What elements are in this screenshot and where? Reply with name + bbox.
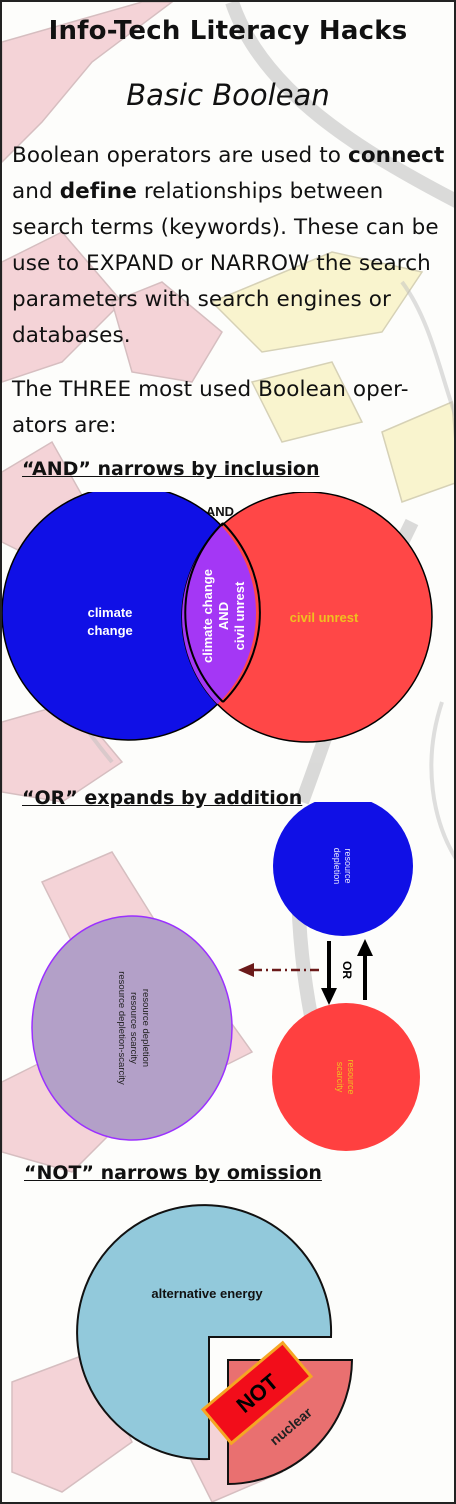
venn-overlap-label-2: AND xyxy=(216,602,231,630)
or-bottom-label-2: scarcity xyxy=(335,1062,345,1093)
not-main-shape xyxy=(76,1204,333,1461)
arrow-up-icon xyxy=(357,939,373,1000)
intro-paragraph: Boolean operators are used to connect an… xyxy=(12,138,448,354)
page-title: Info-Tech Literacy Hacks xyxy=(48,16,408,46)
not-diagram: alternative energy nuclear NOT xyxy=(76,1204,354,1486)
arrow-left-dashed-icon xyxy=(238,963,319,977)
arrow-down-icon xyxy=(321,941,337,1005)
keyword-connect: connect xyxy=(347,143,445,168)
three-operators-intro: The THREE most used Boolean oper-ators a… xyxy=(12,377,409,438)
or-operator-label: OR xyxy=(340,961,354,979)
or-circle-bottom xyxy=(272,1003,420,1151)
or-result-label-3: resource depletion-scarcity xyxy=(116,971,127,1085)
or-result-circle xyxy=(31,915,233,1141)
venn-overlap-outline-2 xyxy=(184,522,224,703)
or-top-label-2: depletion xyxy=(332,848,342,885)
not-main-label: alternative energy xyxy=(151,1286,263,1301)
or-bottom-label-1: resource xyxy=(346,1059,356,1094)
or-heading: “OR” expands by addition xyxy=(22,787,303,809)
keyword-define: define xyxy=(59,179,137,204)
and-venn-diagram: AND climate change civil unrest climate … xyxy=(2,492,433,743)
intro-text-1: Boolean operators are used to xyxy=(12,143,342,168)
intro-text-2: and xyxy=(12,179,53,204)
or-top-label-1: resource xyxy=(343,848,353,883)
venn-overlap-label-1: climate change xyxy=(200,569,215,663)
venn-overlap-outline xyxy=(222,522,261,703)
or-result-label-2: resource scarcity xyxy=(128,992,139,1064)
venn-left-label-1: climate xyxy=(88,605,133,620)
or-circle-top xyxy=(273,802,413,936)
not-tag: NOT xyxy=(200,1340,314,1446)
and-operator-label: AND xyxy=(206,504,234,519)
venn-left-label-2: change xyxy=(87,623,133,638)
venn-overlap-label-3: civil unrest xyxy=(232,581,247,650)
venn-right-label: civil unrest xyxy=(290,610,359,625)
and-heading: “AND” narrows by inclusion xyxy=(22,458,320,480)
intro-text-3: relationships between search terms (keyw… xyxy=(12,179,439,348)
or-diagram: resource depletion resource scarcity res… xyxy=(31,802,420,1151)
or-result-label-1: resource depletion xyxy=(140,989,151,1067)
page-subtitle: Basic Boolean xyxy=(126,78,330,112)
not-heading: “NOT” narrows by omission xyxy=(24,1162,322,1184)
